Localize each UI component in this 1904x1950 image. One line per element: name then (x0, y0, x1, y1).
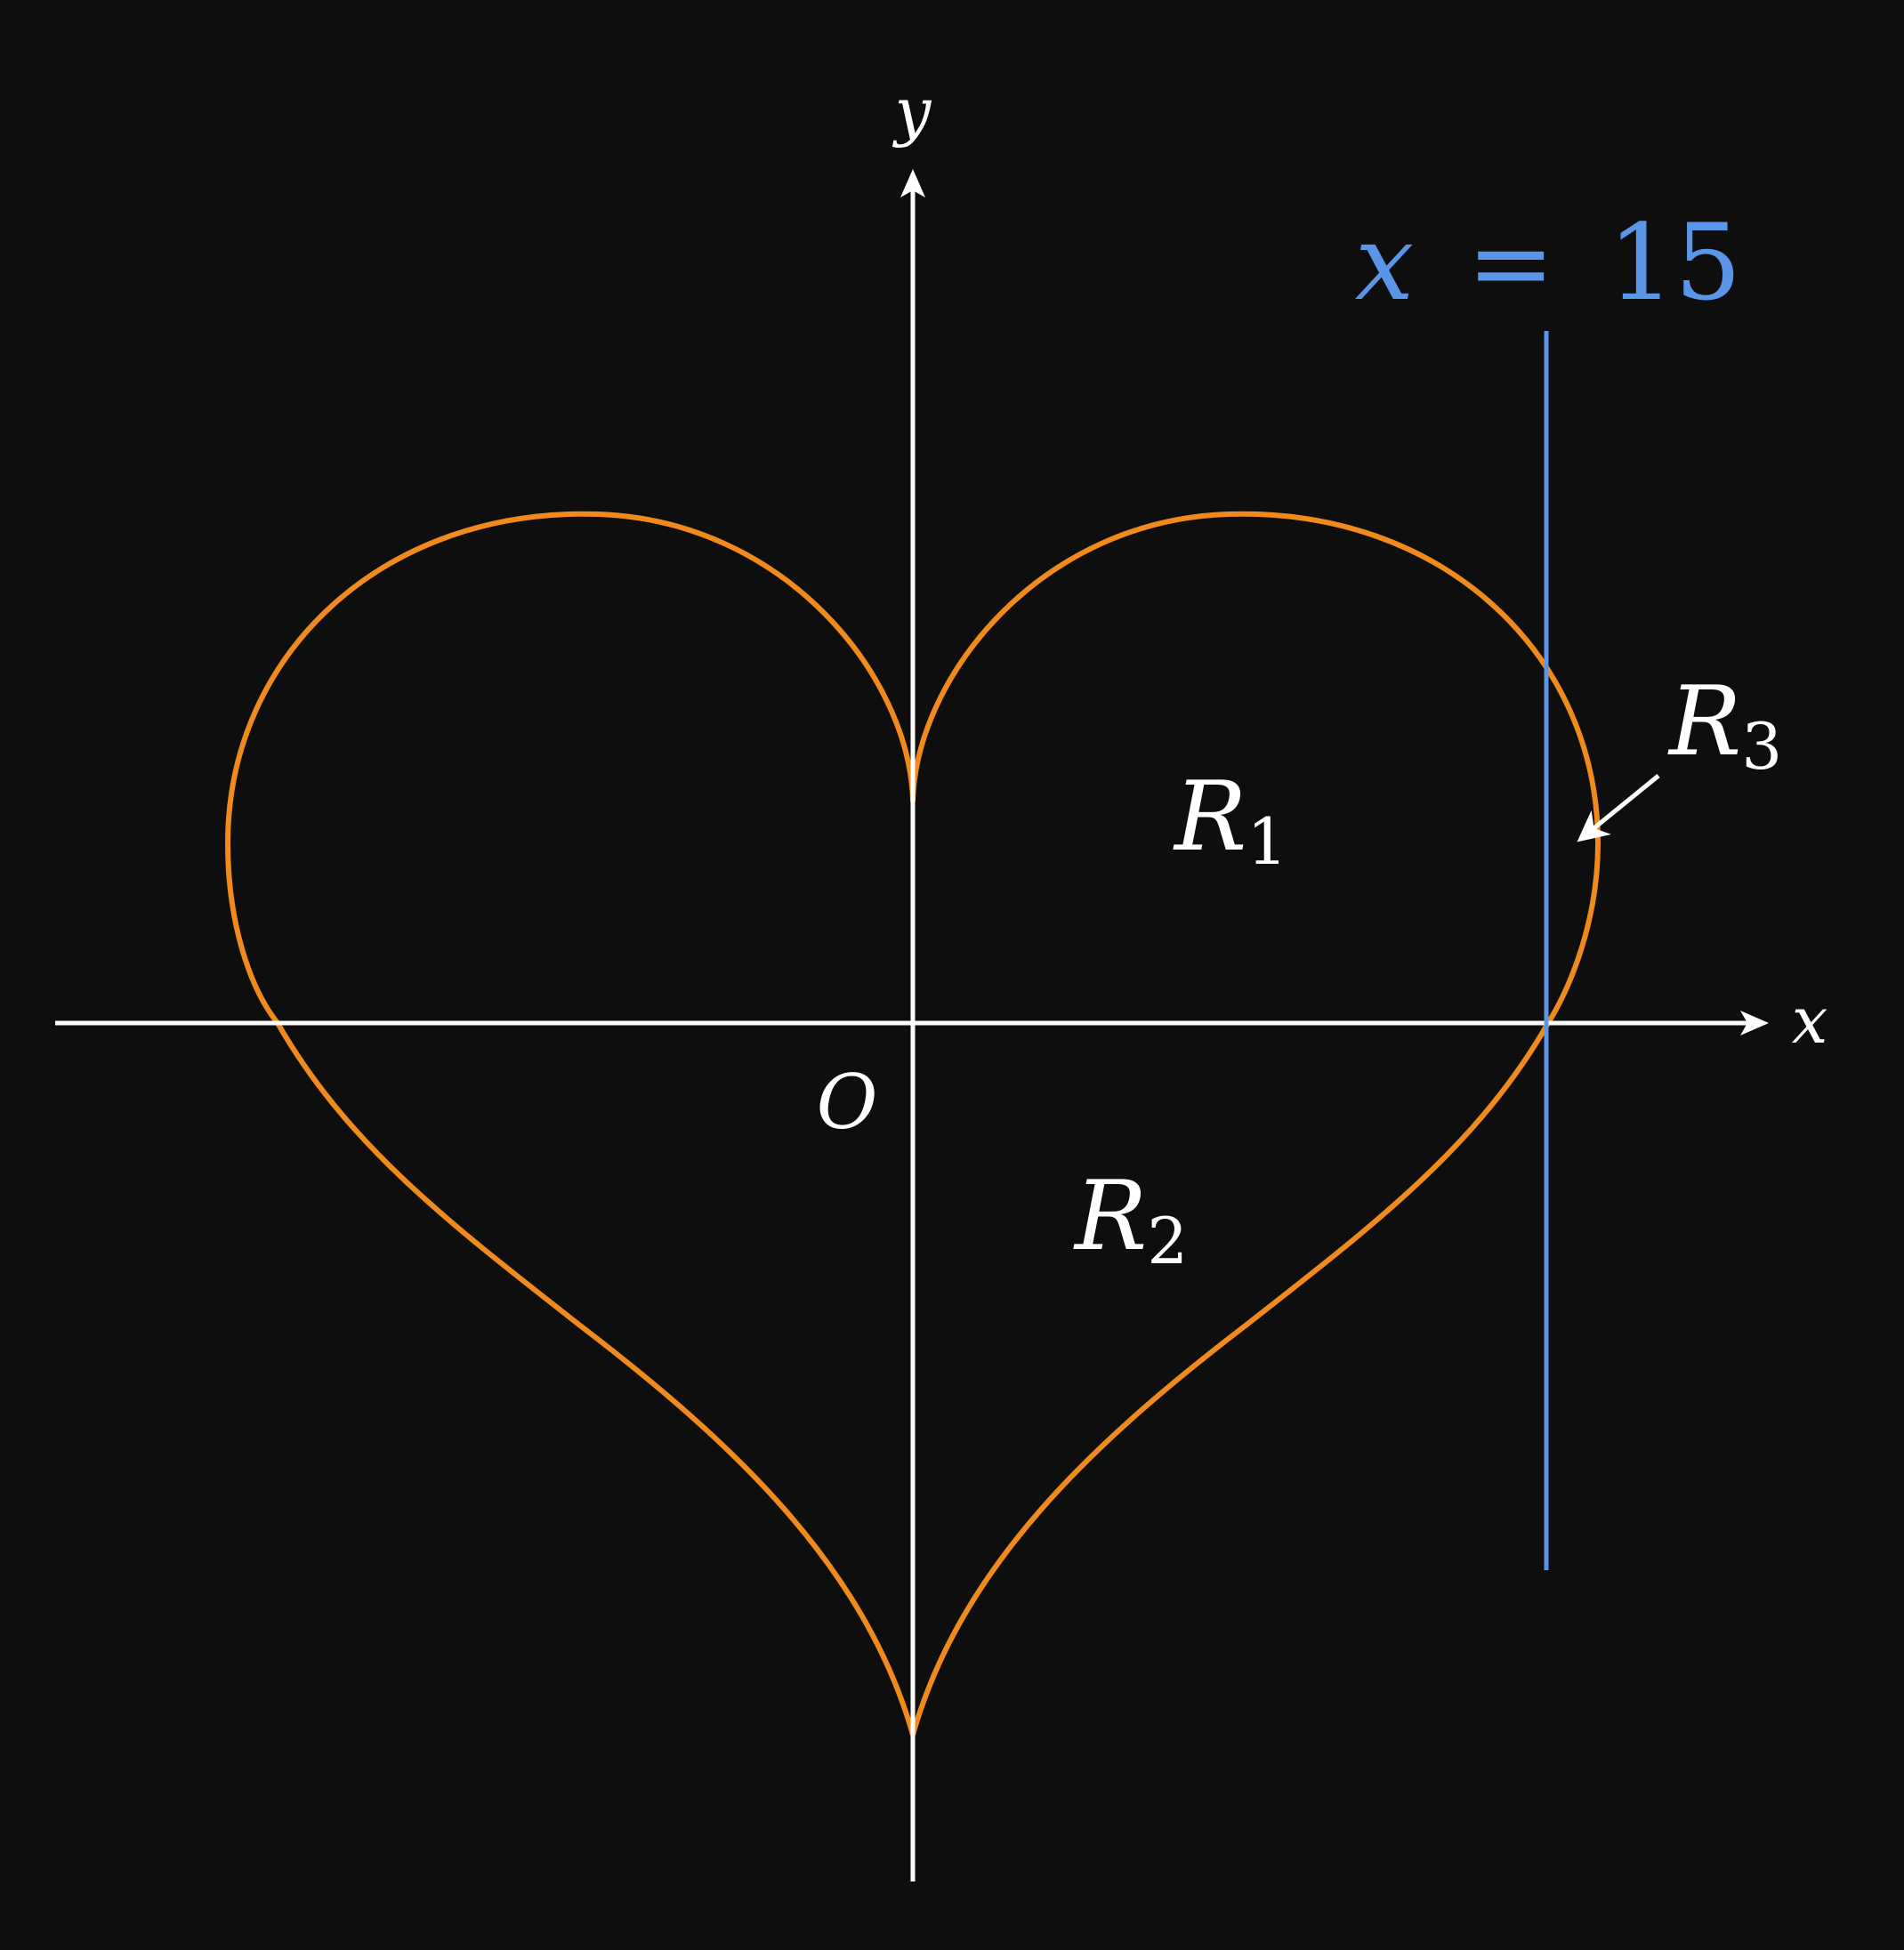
line-label-var: x (1355, 201, 1415, 324)
x-axis-label: x (1792, 983, 1828, 1058)
line-label-eq: = (1467, 201, 1555, 324)
r3-pointer-arrow (1577, 774, 1660, 842)
origin-label: O (817, 1059, 878, 1146)
y-axis-label: y (892, 74, 932, 149)
region-r1-label: R1 (1173, 761, 1287, 879)
x-axis-arrowhead (1740, 1011, 1769, 1035)
y-axis-arrowhead (900, 169, 925, 197)
line-label: x = 15 (1355, 201, 1742, 324)
region-r3-label: R3 (1667, 666, 1782, 784)
line-label-value: 15 (1608, 201, 1741, 324)
region-r2-label: R2 (1073, 1161, 1188, 1278)
region-r2-sub: 2 (1147, 1204, 1188, 1278)
region-r3-sub: 3 (1741, 709, 1782, 784)
region-r1-letter: R (1173, 761, 1246, 873)
region-r2-letter: R (1073, 1161, 1147, 1272)
region-r1-sub: 1 (1246, 804, 1287, 879)
region-r3-letter: R (1667, 666, 1741, 778)
